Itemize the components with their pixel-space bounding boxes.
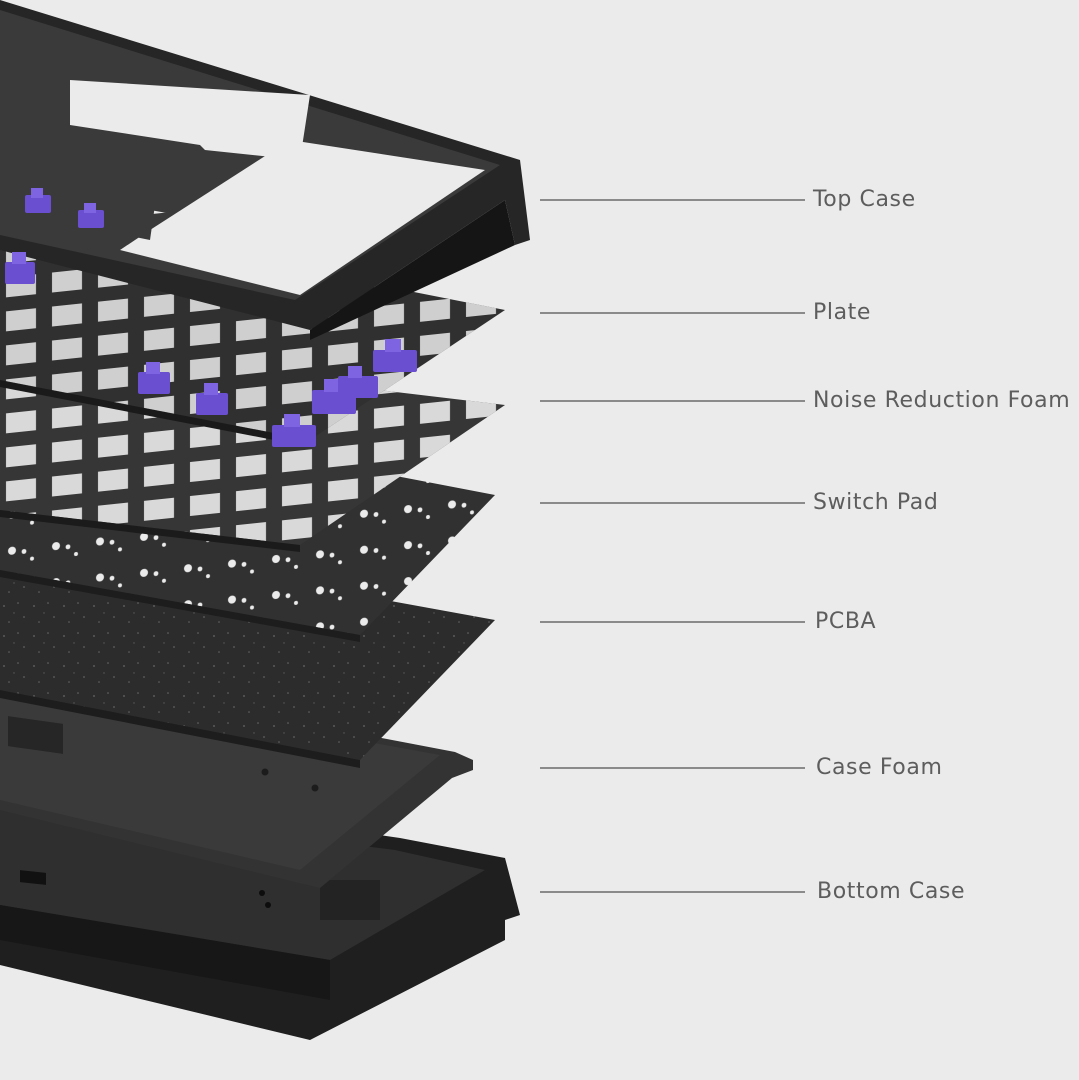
switch-icon [78,203,104,228]
label-bottom-case: Bottom Case [817,879,966,904]
label-pcba: PCBA [815,609,877,634]
label-top-case: Top Case [813,187,916,212]
switch-icon [5,252,35,284]
bottom-case-shape [0,780,520,1040]
label-plate: Plate [813,300,872,325]
switch-icon [338,366,378,398]
label-switch-pad: Switch Pad [813,490,939,515]
switch-icon [25,188,51,213]
switch-icon [196,383,228,415]
switch-icon [373,339,417,372]
top-case-shape [0,0,530,340]
label-noise-reduction-foam: Noise Reduction Foam [813,388,1071,413]
switch-icon [272,414,316,447]
switches-group [5,188,417,447]
label-case-foam: Case Foam [816,755,943,780]
leader-lines [540,199,805,893]
switch-icon [138,362,170,394]
